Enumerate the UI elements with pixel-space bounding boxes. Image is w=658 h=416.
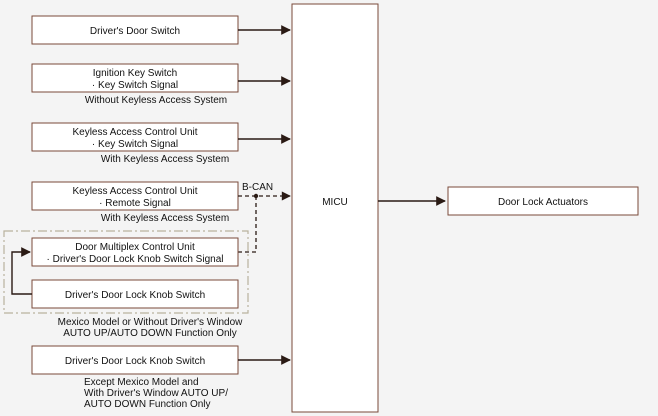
ignition-key-switch-line1: Ignition Key Switch <box>93 68 178 79</box>
knob-switch-direct-label: Driver's Door Lock Knob Switch <box>65 356 205 367</box>
ignition-key-switch-line2: · Key Switch Signal <box>92 80 178 91</box>
keyless-remote-note: With Keyless Access System <box>101 213 229 224</box>
keyless-key-switch-box <box>31 122 239 152</box>
keyless-remote-box <box>31 181 239 211</box>
door-multiplex-line1: Door Multiplex Control Unit <box>75 242 195 253</box>
door-multiplex-control-unit-box <box>31 237 239 267</box>
ignition-key-switch-box <box>31 63 239 93</box>
keyless-remote-line2: · Remote Signal <box>99 198 171 209</box>
group-note-line2: AUTO UP/AUTO DOWN Function Only <box>63 328 237 339</box>
door-lock-actuators-box <box>447 186 639 216</box>
knob-direct-note-line3: AUTO DOWN Function Only <box>84 399 211 410</box>
group-note-line1: Mexico Model or Without Driver's Window <box>58 317 244 328</box>
knob-to-multiplex-arrow <box>11 247 32 295</box>
knob-switch-direct-box <box>31 345 239 375</box>
knob-direct-note-line2: With Driver's Window AUTO UP/ <box>84 388 228 399</box>
keyless-key-switch-line1: Keyless Access Control Unit <box>72 127 197 138</box>
keyless-remote-line1: Keyless Access Control Unit <box>72 186 197 197</box>
b-can-label: B-CAN <box>242 182 273 193</box>
mexico-model-group-border <box>3 230 249 314</box>
micu-label: MICU <box>322 197 348 208</box>
drivers-door-switch-label: Driver's Door Switch <box>90 26 180 37</box>
door-multiplex-line2: · Driver's Door Lock Knob Switch Signal <box>47 254 224 265</box>
keyless-key-switch-line2: · Key Switch Signal <box>92 139 178 150</box>
keyless-key-switch-note: With Keyless Access System <box>101 154 229 165</box>
knob-switch-grouped-label: Driver's Door Lock Knob Switch <box>65 290 205 301</box>
knob-switch-grouped-box <box>31 279 239 309</box>
ignition-key-switch-note: Without Keyless Access System <box>85 95 227 106</box>
b-can-multiplex-link <box>238 196 257 253</box>
knob-direct-note-line1: Except Mexico Model and <box>84 377 199 388</box>
micu-block <box>291 3 379 413</box>
door-lock-actuators-label: Door Lock Actuators <box>498 197 588 208</box>
